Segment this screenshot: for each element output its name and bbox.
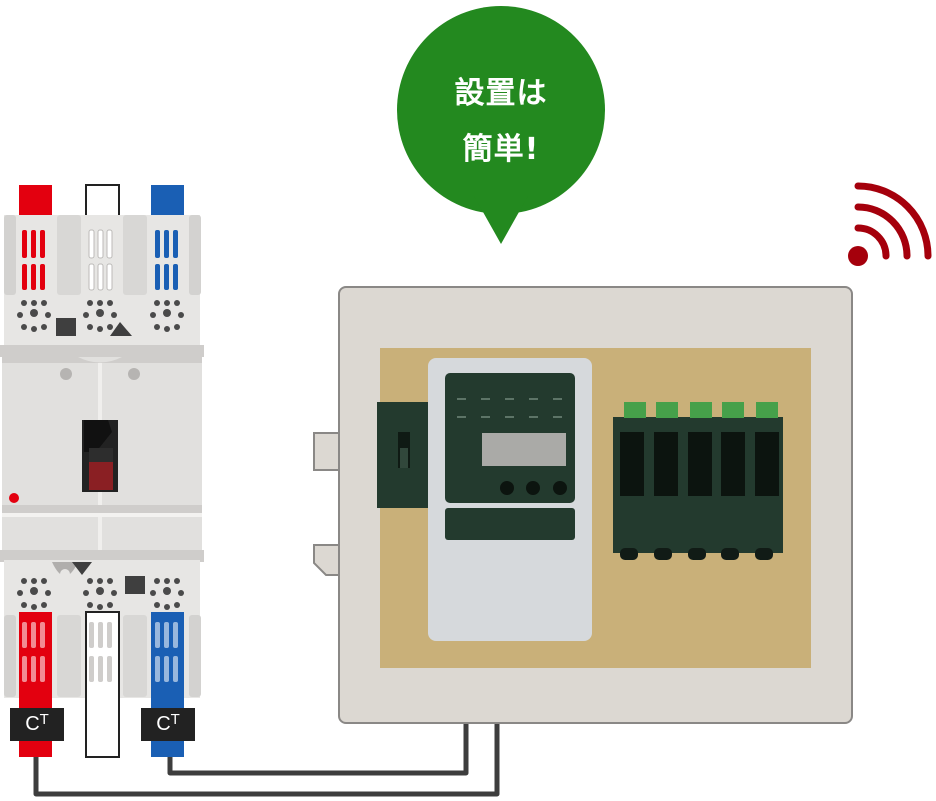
wireless-signal-icon bbox=[848, 182, 932, 266]
breaker-handle bbox=[82, 420, 118, 492]
meter-button bbox=[500, 481, 514, 495]
speech-bubble bbox=[397, 6, 605, 244]
bubble-text-line1: 設置は bbox=[454, 76, 548, 111]
ct-label-left: CT bbox=[10, 708, 64, 741]
energy-meter bbox=[428, 358, 592, 641]
ct-right-t: T bbox=[170, 711, 180, 728]
ct-clamp-right bbox=[141, 708, 195, 741]
meter-button bbox=[526, 481, 540, 495]
top-screw-dots bbox=[17, 300, 184, 332]
indicator-dot bbox=[9, 493, 19, 503]
circuit-breaker bbox=[0, 184, 204, 758]
ct-right-c: C bbox=[156, 713, 171, 735]
meter-button bbox=[553, 481, 567, 495]
ct-label-right: CT bbox=[141, 708, 195, 741]
ct-left-c: C bbox=[25, 713, 40, 735]
distribution-panel bbox=[313, 286, 853, 724]
bottom-screw-dots bbox=[17, 578, 184, 610]
ct-clamp-left bbox=[10, 708, 64, 741]
top-terminal-fins bbox=[4, 215, 201, 295]
meter-display bbox=[482, 433, 566, 466]
bottom-terminal-fins bbox=[4, 615, 201, 697]
branch-breakers bbox=[613, 402, 783, 560]
bubble-text-line2: 簡単! bbox=[462, 132, 540, 167]
ct-left-t: T bbox=[39, 711, 49, 728]
